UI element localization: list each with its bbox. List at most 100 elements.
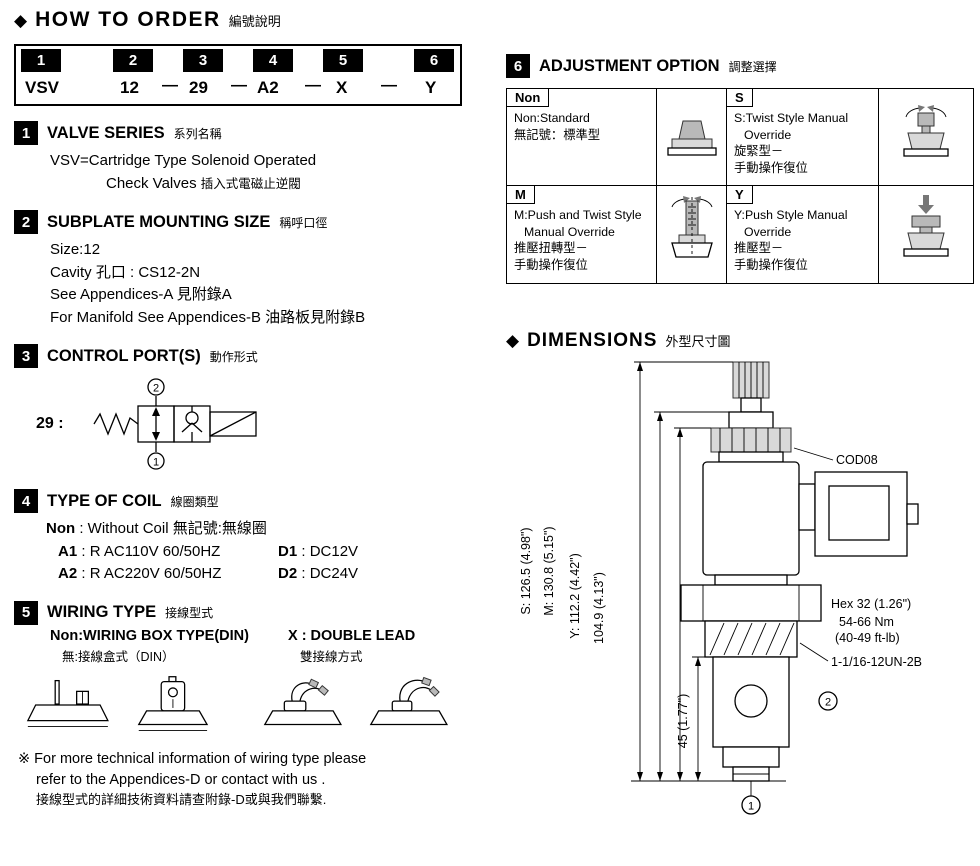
dimensions-subtitle-cjk: 外型尺寸圖	[665, 334, 731, 349]
coil-option-d2: D2 : DC24V	[278, 563, 358, 586]
section-number-badge: 1	[14, 121, 38, 145]
section-number-badge: 4	[14, 489, 38, 513]
dimensions-drawing-wrap: COD08 Hex 32 (1.26") 54-66 Nm (40-49 ft-…	[506, 356, 974, 826]
spring-symbol	[93, 412, 138, 436]
coil-code: Non	[46, 520, 76, 537]
coil-option-d1: D1 : DC12V	[278, 541, 358, 564]
adjustment-cell-y: Y Y:Push Style Manual Override 推壓型－ 手動操作…	[727, 186, 879, 283]
standard-cap-drawing	[666, 120, 717, 156]
how-to-order-column: ◆ HOW TO ORDER 編號說明 1 2 3 4 5 6 VSV 12 —…	[14, 8, 470, 809]
code-position-1: 1	[21, 49, 61, 72]
wiring-note-line1: ※ For more technical information of wiri…	[18, 750, 367, 767]
port-1-circle	[146, 452, 165, 470]
coil-option-a1: A1 : R AC110V 60/50HZ	[58, 541, 278, 564]
section-title: TYPE OF COIL	[47, 491, 162, 510]
code-position-2: 2	[113, 49, 153, 72]
coil-desc: : R AC220V 60/50HZ	[77, 565, 222, 582]
adjustment-cell-non: Non Non:Standard 無記號：標準型	[507, 89, 657, 186]
adjustment-line-cjk: 手動操作復位	[514, 257, 588, 272]
code-dash: —	[162, 77, 178, 94]
coil-option-a2: A2 : R AC220V 60/50HZ	[58, 563, 278, 586]
right-column: 6 ADJUSTMENT OPTION 調整選擇 Non Non:Standar…	[506, 54, 974, 826]
port-1-label: 1	[748, 801, 754, 813]
section-number-badge: 5	[14, 600, 38, 625]
wiring-connector-drawings	[22, 675, 470, 737]
dimension-lines	[634, 361, 733, 781]
coil-desc: : R AC110V 60/50HZ	[77, 542, 221, 560]
port-2-circle	[818, 691, 838, 711]
adjustment-image-y	[879, 186, 973, 283]
dimensions-header: ◆ DIMENSIONS 外型尺寸圖	[506, 330, 974, 352]
adjustment-line: Non:Standard	[514, 111, 590, 125]
adjustment-cell-m: M M:Push and Twist Style Manual Override…	[507, 186, 657, 283]
how-to-order-header: ◆ HOW TO ORDER 編號說明	[14, 8, 470, 32]
code-value-series: VSV	[25, 78, 60, 97]
subplate-line: See Appendices-A 見附錄A	[50, 286, 232, 303]
din-plug-front-icon	[137, 675, 208, 731]
wiring-note-line3-cjk: 接線型式的詳細技術資料請查附錄-D或與我們聯繫.	[36, 791, 327, 807]
wiring-note: ※ For more technical information of wiri…	[18, 749, 470, 810]
adjustment-line-cjk: 推壓扭轉型－	[514, 241, 588, 256]
order-code-table: 1 2 3 4 5 6 VSV 12 — 29 — A2 — X — Y	[14, 44, 462, 106]
coil-desc: : DC12V	[297, 542, 359, 560]
wiring-note-line2: refer to the Appendices-D or contact wit…	[36, 771, 326, 788]
adjustment-line-cjk: 手動操作復位	[734, 257, 808, 272]
section-body: Non : Without Coil 無記號:無線圈 A1 : R AC110V…	[46, 518, 470, 586]
valve-series-line2-cjk: 插入式電磁止逆閥	[200, 176, 301, 191]
double-lead-connector-icon	[369, 676, 449, 725]
section-subtitle-cjk: 稱呼口徑	[279, 215, 328, 230]
subplate-line: Cavity 孔口 : CS12-2N	[50, 263, 201, 281]
valve-series-line2: Check Valves 插入式電磁止逆閥	[106, 173, 470, 196]
adjustment-line-cjk: 手動操作復位	[734, 160, 808, 175]
torque-label-1: 54-66 Nm	[839, 615, 894, 629]
adjustment-code-badge: Y	[727, 186, 753, 204]
section-wiring-type: 5 WIRING TYPE 接線型式 Non:WIRING BOX TYPE(D…	[14, 600, 470, 810]
wiring-code: X	[288, 627, 298, 644]
flow-arrow	[151, 407, 160, 441]
page-title: HOW TO ORDER	[35, 8, 221, 31]
double-lead-connector-icon	[263, 678, 342, 725]
code-position-3: 3	[183, 49, 223, 72]
section-valve-series: 1 VALVE SERIES 系列名稱 VSV=Cartridge Type S…	[14, 121, 470, 195]
section-title: WIRING TYPE	[47, 603, 157, 621]
valve-outline	[680, 361, 919, 782]
port-1-circle	[741, 795, 761, 815]
code-position-6: 6	[414, 49, 454, 72]
adjustment-line: 無記號：標準型	[514, 127, 601, 142]
dim-45-label: 45 (1.77")	[676, 694, 690, 748]
cod08-leader	[793, 447, 834, 461]
code-dash: —	[381, 77, 397, 94]
section-title: ADJUSTMENT OPTION	[539, 56, 720, 75]
section-subtitle-cjk: 系列名稱	[173, 126, 222, 141]
section-header: 4 TYPE OF COIL 線圈類型	[14, 489, 470, 513]
code-dash: —	[305, 77, 321, 94]
adjustment-line: M:Push and Twist Style	[514, 208, 642, 222]
coil-desc: : DC24V	[297, 565, 359, 582]
adjustment-code-badge: M	[507, 186, 535, 204]
section-title: CONTROL PORT(S)	[47, 346, 201, 365]
adjustment-image-m	[657, 186, 727, 283]
adjustment-description: Non:Standard 無記號：標準型	[507, 107, 656, 143]
section-title: VALVE SERIES	[47, 123, 165, 142]
page-title-cjk: 編號說明	[228, 14, 281, 29]
diamond-icon: ◆	[14, 11, 28, 30]
thread-label: 1-1/16-12UN-2B	[831, 655, 922, 669]
adjustment-cell-s: S S:Twist Style Manual Override 旋緊型－ 手動操…	[727, 89, 879, 186]
wiring-desc: : DOUBLE LEAD	[297, 627, 416, 644]
adjustment-line: Manual Override	[524, 224, 615, 239]
adjustment-line-cjk: 推壓型－	[734, 241, 784, 256]
port-2-label: 2	[825, 697, 831, 709]
code-value-size: 12	[120, 78, 139, 97]
section-number-badge: 6	[506, 54, 530, 78]
din-connector-side-icon	[26, 679, 109, 727]
hydraulic-symbol-29: 2 1	[93, 378, 257, 470]
adjustment-image-non	[657, 89, 727, 186]
section-subtitle-cjk: 線圈類型	[170, 494, 219, 509]
dim-104-label: 104.9 (4.13")	[592, 572, 606, 644]
wiring-option-double-lead: X : DOUBLE LEAD 雙接線方式	[288, 628, 415, 665]
adjustment-line-cjk: 旋緊型－	[734, 144, 784, 159]
adjustment-line: Y:Push Style Manual	[734, 208, 848, 222]
wiring-desc: :WIRING BOX TYPE(DIN)	[78, 627, 249, 644]
adjustment-description: S:Twist Style Manual Override 旋緊型－ 手動操作復…	[727, 107, 878, 176]
valve-series-line1: VSV=Cartridge Type Solenoid Operated	[50, 152, 317, 169]
